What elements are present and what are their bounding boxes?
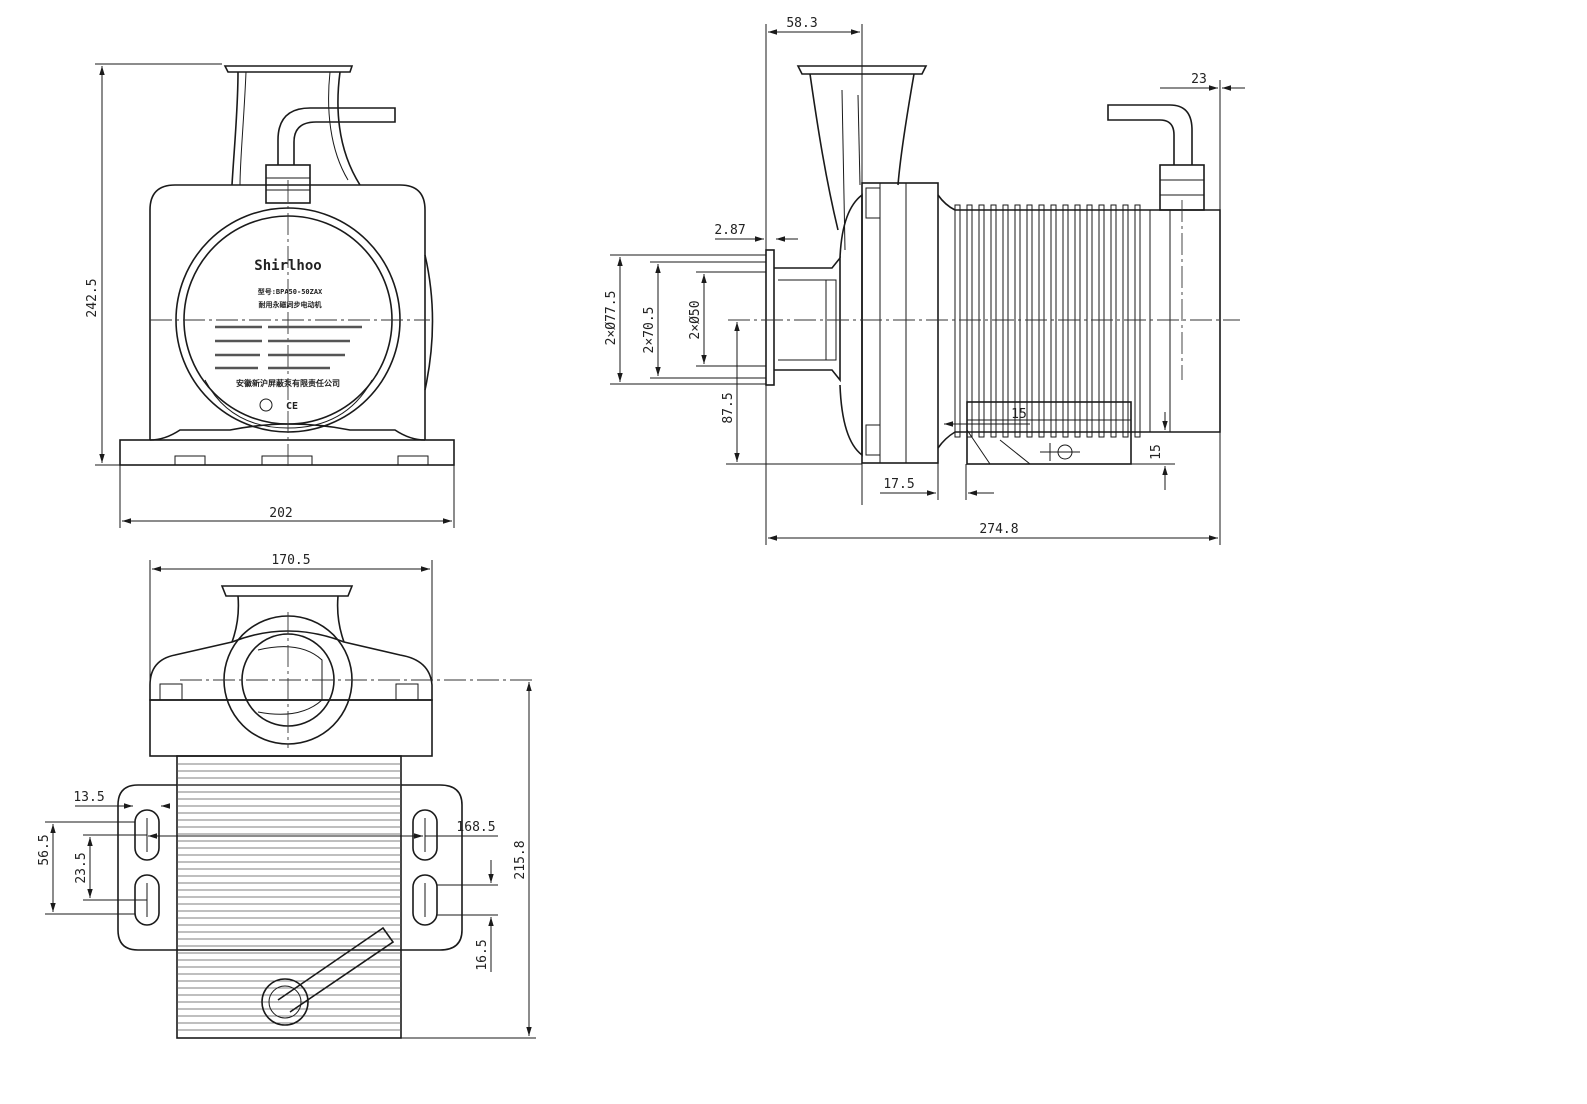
front-view: Shirlhoo 型号:BPA50-50ZAX 耐用永磁同步电动机 安徽新沪屏蔽…: [85, 63, 455, 528]
nameplate-spec-rows: [215, 325, 362, 370]
top-hole-spacing-label: 168.5: [456, 820, 495, 835]
front-height-label: 242.5: [85, 278, 100, 317]
nameplate-line1: 耐用永磁同步电动机: [259, 300, 322, 309]
top-width-label: 170.5: [271, 553, 310, 568]
side-dia-mid-label: 2×70.5: [642, 307, 657, 354]
certification-icon: [259, 398, 273, 412]
top-slot-offset-label: 13.5: [73, 790, 104, 805]
motor-fins: [954, 204, 1141, 438]
nameplate-company: 安徽新沪屏蔽泵有限责任公司: [236, 378, 340, 388]
side-cable-offset-label: 23: [1191, 72, 1207, 87]
top-total-length-label: 215.8: [513, 840, 528, 879]
side-foot-height-label: 15: [1149, 444, 1164, 460]
top-slot-span-label: 56.5: [37, 834, 52, 865]
side-dia-inner-label: 2×Ø50: [688, 300, 703, 339]
nameplate-marks: CE: [286, 401, 298, 412]
top-slot-pitch-label: 23.5: [74, 852, 89, 883]
side-flange-thickness-label: 2.87: [714, 223, 745, 238]
nameplate-brand: Shirlhoo: [254, 258, 321, 274]
side-axis-height-label: 87.5: [721, 392, 736, 423]
side-foot-width-label: 15: [1011, 407, 1027, 422]
nameplate-model: 型号:BPA50-50ZAX: [258, 287, 323, 296]
front-width-label: 202: [269, 506, 292, 521]
side-flange-offset-label: 58.3: [786, 16, 817, 31]
side-dia-outer-label: 2×Ø77.5: [604, 291, 619, 346]
side-view: 58.3 23 2.87 2×Ø77.5 2×70.5 2×Ø50 87.5 1…: [604, 16, 1245, 545]
side-foot-offset-label: 17.5: [883, 477, 914, 492]
top-fins: [177, 763, 401, 1031]
top-slot-length-label: 16.5: [475, 939, 490, 970]
top-view: 170.5 13.5 56.5 23.5 168.5 16.5 215.8: [37, 553, 536, 1039]
side-total-length-label: 274.8: [979, 522, 1018, 537]
